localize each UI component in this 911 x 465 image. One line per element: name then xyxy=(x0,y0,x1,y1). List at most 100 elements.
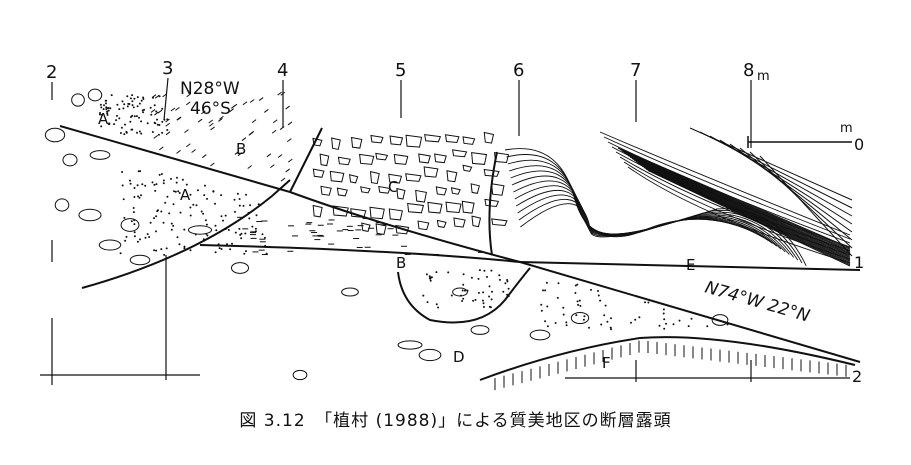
unit-labels: A A B B C D E F xyxy=(98,110,695,372)
dot xyxy=(153,249,156,252)
dot xyxy=(138,196,141,199)
dot xyxy=(498,274,501,277)
unit-label: B xyxy=(236,140,246,158)
clast xyxy=(337,156,351,166)
dot xyxy=(103,104,105,107)
dash xyxy=(201,154,207,159)
dash xyxy=(176,116,182,121)
dot xyxy=(482,299,484,302)
dot xyxy=(163,253,166,256)
dot xyxy=(220,215,223,218)
dash xyxy=(234,151,240,155)
unit-C-clasts xyxy=(312,131,510,235)
dot xyxy=(588,326,590,329)
dot xyxy=(229,248,232,251)
dot xyxy=(179,211,182,214)
dot xyxy=(181,178,184,181)
marker-label: 2 xyxy=(46,62,57,83)
lamination-curve xyxy=(607,141,851,244)
unit-label: A xyxy=(98,110,109,128)
dot xyxy=(178,243,181,246)
dot xyxy=(131,94,134,97)
dash xyxy=(158,146,164,151)
pebble xyxy=(78,208,102,222)
dot xyxy=(507,287,510,290)
dot xyxy=(557,282,560,285)
unit-F-hatch xyxy=(494,340,847,391)
clast xyxy=(320,185,332,196)
dot xyxy=(554,322,557,324)
dash xyxy=(231,104,236,109)
dot xyxy=(597,290,599,292)
clast xyxy=(388,208,403,221)
dot xyxy=(151,131,154,133)
dark-lamina xyxy=(625,153,851,254)
clast xyxy=(423,166,439,178)
dot xyxy=(234,231,237,234)
dot xyxy=(212,190,215,193)
dot xyxy=(544,320,547,323)
dot xyxy=(498,278,501,281)
clast xyxy=(393,153,409,165)
dot xyxy=(123,133,126,136)
clast xyxy=(461,200,475,214)
dot xyxy=(474,298,477,301)
marker-label: 7 xyxy=(630,60,641,81)
light-lamina xyxy=(759,155,853,257)
clast xyxy=(369,206,385,220)
dot xyxy=(119,252,122,255)
dot xyxy=(121,171,124,173)
dot xyxy=(544,289,547,292)
dot xyxy=(128,103,131,105)
dash xyxy=(280,177,286,182)
dot xyxy=(263,236,266,239)
dot xyxy=(603,314,606,317)
dark-lamina xyxy=(621,150,851,251)
clast xyxy=(471,215,482,228)
dot xyxy=(101,113,103,116)
clast xyxy=(359,153,375,165)
dot xyxy=(132,106,135,109)
dot xyxy=(226,243,228,246)
dot xyxy=(123,216,126,219)
pebble xyxy=(397,340,423,350)
dot xyxy=(151,181,154,184)
dot xyxy=(123,103,126,106)
dark-lamina xyxy=(645,168,851,266)
dash xyxy=(154,111,159,116)
light-lamina xyxy=(709,135,853,217)
dot xyxy=(162,221,165,224)
contact-lines xyxy=(59,125,861,381)
dot xyxy=(131,128,134,131)
dot xyxy=(610,317,612,320)
dash xyxy=(210,126,215,131)
dot xyxy=(124,239,127,242)
dark-lamina xyxy=(617,147,851,249)
dot xyxy=(609,326,612,329)
dot xyxy=(155,183,158,186)
dot xyxy=(231,242,233,245)
dot xyxy=(647,301,650,304)
dash xyxy=(150,109,156,113)
clast xyxy=(370,134,384,144)
pebble xyxy=(89,150,111,160)
dot xyxy=(461,300,464,302)
dot xyxy=(113,123,116,126)
dash xyxy=(279,126,285,130)
clast xyxy=(312,168,325,178)
dash xyxy=(186,143,191,148)
dot xyxy=(136,105,139,108)
dot xyxy=(174,190,177,193)
dot xyxy=(166,195,169,198)
dot xyxy=(238,204,241,207)
clast xyxy=(407,202,425,214)
dot xyxy=(153,121,156,124)
dot xyxy=(170,177,172,180)
dot xyxy=(224,227,227,230)
dot xyxy=(142,98,145,100)
dot xyxy=(162,179,165,182)
dot xyxy=(132,211,135,214)
dot xyxy=(227,229,230,231)
dot xyxy=(100,125,103,128)
dark-lamina xyxy=(627,155,851,255)
